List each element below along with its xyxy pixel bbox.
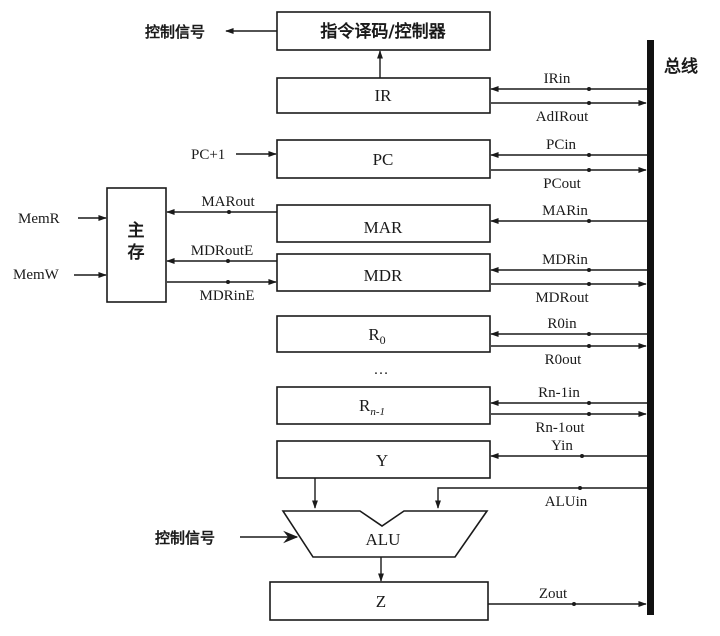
pcin-label: PCin [546,137,577,153]
r0in-tap-dot [587,332,591,336]
pcout-tap-dot [587,168,591,172]
register-pc: PC [276,139,491,179]
rn-1in-tap-dot [587,401,591,405]
zout-tap-dot [572,602,576,606]
system-bus [647,40,654,615]
instruction-decoder-block: 指令译码/控制器 [276,11,491,51]
mdrin-label: MDRin [542,252,588,268]
rn-1-label-sub: n-1 [370,406,385,418]
main-memory-block: 主 存 [106,187,167,303]
mdroute-label: MDRoutE [191,243,254,259]
marin-label: MARin [542,203,588,219]
memr-label: MemR [18,211,60,227]
r0-label-main: R [368,325,380,344]
memory-label-line1: 主 [128,220,145,241]
mdrout-tap-dot [587,282,591,286]
mdrine-label: MDRinE [199,288,254,304]
mdrine-tap-dot [226,280,230,284]
rn-1in-label: Rn-1in [538,385,580,401]
memory-label-line2: 存 [128,242,145,263]
mdrin-tap-dot [587,268,591,272]
pc-label: PC [373,150,394,169]
adirout-tap-dot [587,101,591,105]
pcout-label: PCout [543,176,581,192]
register-ir: IR [276,77,491,114]
r0in-label: R0in [547,316,577,332]
alu-block: ALU [281,510,489,558]
r0-label-sub: 0 [380,333,386,347]
mdrout-label: MDRout [535,290,589,306]
decoder-control-signal-label: 控制信号 [145,23,205,41]
yin-label: Yin [551,438,573,454]
irin-tap-dot [587,87,591,91]
register-z: Z [269,581,489,621]
marout-label: MARout [201,194,255,210]
aluin-wire [435,487,647,509]
r0-label: R0 [368,325,385,347]
adirout-label: AdIRout [536,109,589,125]
ir-label: IR [375,86,393,105]
yin-tap-dot [580,454,584,458]
rn-1out-tap-dot [587,412,591,416]
pcin-tap-dot [587,153,591,157]
aluin-tap-dot [578,486,582,490]
register-y: Y [276,440,491,479]
irin-label: IRin [544,71,571,87]
mar-label: MAR [364,218,403,237]
r0out-tap-dot [587,344,591,348]
r0out-label: R0out [545,352,583,368]
rn-1-label: Rn-1 [359,396,385,418]
register-r0: R0 [276,315,491,353]
y-label: Y [376,451,388,470]
alu-label: ALU [366,530,401,549]
pc-plus-one-label: PC+1 [191,147,225,163]
z-label: Z [376,592,386,611]
alu-control-signal-label: 控制信号 [155,529,215,547]
rn-1-label-main: R [359,396,371,415]
marin-tap-dot [587,219,591,223]
zout-label: Zout [539,586,568,602]
mdr-label: MDR [364,266,403,285]
aluin-label: ALUin [545,494,588,510]
marout-tap-dot [227,210,231,214]
register-mdr: MDR [276,253,491,292]
rn-1out-label: Rn-1out [535,420,585,436]
memw-label: MemW [13,267,60,283]
register-rn-1: Rn-1 [276,386,491,425]
decoder-label: 指令译码/控制器 [320,21,446,42]
bus-label: 总线 [664,56,698,77]
mdroute-tap-dot [226,259,230,263]
register-mar: MAR [276,204,491,243]
register-ellipsis: … [374,362,389,378]
